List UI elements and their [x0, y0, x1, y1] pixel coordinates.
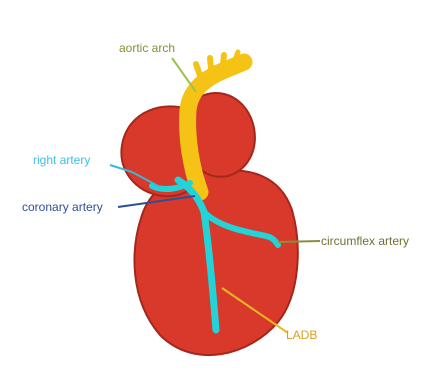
leader-aortic-arch	[172, 58, 196, 92]
label-ladb: LADB	[286, 328, 317, 342]
leader-circumflex-artery	[278, 241, 320, 242]
label-coronary-artery: coronary artery	[22, 200, 103, 214]
label-right-artery: right artery	[33, 153, 90, 167]
label-aortic-arch: aortic arch	[119, 41, 175, 55]
aortic-branch-2	[210, 58, 212, 78]
label-circumflex-artery: circumflex artery	[321, 234, 409, 248]
aortic-branch-3	[222, 55, 224, 73]
